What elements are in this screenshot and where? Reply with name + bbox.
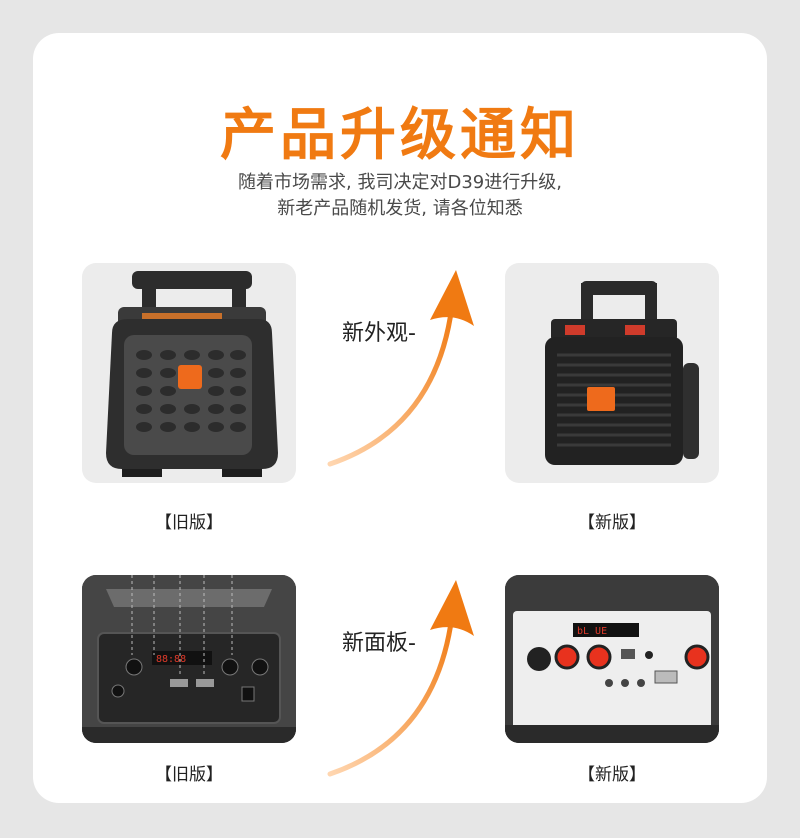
subtitle: 随着市场需求, 我司决定对D39进行升级, 新老产品随机发货, 请各位知悉: [0, 170, 800, 222]
new-panel-caption: 【新版】: [578, 765, 646, 785]
old-panel-caption: 【旧版】: [155, 765, 223, 785]
svg-text:bL UE: bL UE: [577, 626, 607, 637]
old-exterior-caption: 【旧版】: [155, 513, 223, 533]
new-panel-image: bL UE: [505, 575, 719, 743]
old-speaker-image: [82, 263, 296, 483]
new-exterior-label: 新外观-: [342, 321, 416, 346]
new-speaker-image: [505, 263, 719, 483]
page-title: 产品升级通知: [220, 103, 580, 168]
upgrade-arrow-icon: [327, 580, 474, 777]
subtitle-line-1: 随着市场需求, 我司决定对D39进行升级,: [238, 172, 562, 193]
upgrade-arrow-icon: [327, 270, 474, 467]
new-panel-label: 新面板-: [342, 631, 416, 656]
old-panel-image: 88:88: [82, 575, 296, 743]
new-exterior-caption: 【新版】: [578, 513, 646, 533]
subtitle-line-2: 新老产品随机发货, 请各位知悉: [277, 198, 523, 219]
svg-text:88:88: 88:88: [156, 654, 186, 665]
